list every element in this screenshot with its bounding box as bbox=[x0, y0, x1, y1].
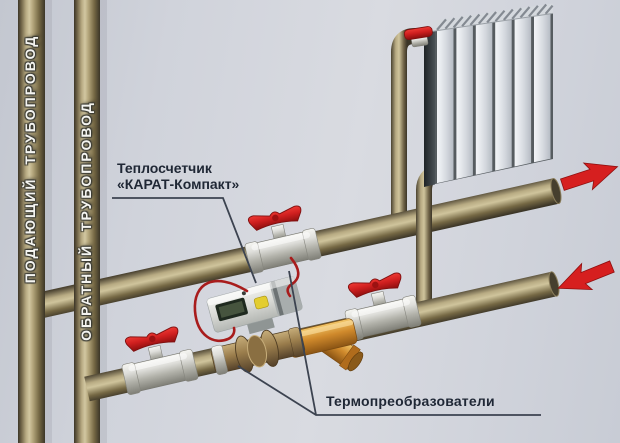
flow-in-arrow-icon bbox=[557, 260, 615, 291]
supply-riser-label: ПОДАЮЩИЙ ТРУБОПРОВОД bbox=[22, 34, 38, 284]
callout-temp-sensors bbox=[237, 270, 541, 416]
heat-meter-label-line2: «КАРАТ-Компакт» bbox=[117, 176, 240, 192]
sensor-wire-meter bbox=[193, 279, 249, 342]
radiator-left-side bbox=[424, 31, 435, 187]
return-riser-label: ОБРАТНЫЙ ТРУБОПРОВОД bbox=[78, 101, 94, 341]
radiator-return-pipe bbox=[416, 163, 442, 316]
supply-ball-valve bbox=[238, 202, 323, 275]
radiator bbox=[424, 3, 554, 187]
radiator-section bbox=[456, 25, 473, 179]
meter-button bbox=[253, 295, 269, 310]
temp-sensors-label: Термопреобразователи bbox=[326, 393, 495, 409]
radiator-section bbox=[534, 13, 551, 163]
radiator-section bbox=[514, 16, 532, 167]
callout-heat-meter bbox=[112, 197, 257, 284]
return-riser-pipe bbox=[74, 0, 100, 443]
radiator-section bbox=[437, 28, 454, 184]
supply-pipe-end-cap bbox=[550, 177, 562, 205]
supply-riser-pipe bbox=[18, 0, 45, 443]
radiator-section bbox=[495, 19, 512, 171]
radiator-fin-lines bbox=[436, 3, 554, 31]
meter-ir-port bbox=[241, 291, 246, 296]
radiator-top-edge bbox=[432, 12, 554, 32]
riser-shadow bbox=[45, 0, 52, 443]
heat-meter-flow-sensor bbox=[210, 327, 306, 375]
radiator-section bbox=[475, 22, 493, 175]
heat-meter-label-line1: Теплосчетчик bbox=[117, 160, 212, 176]
lcd-screen bbox=[218, 301, 245, 318]
heat-meter-display-unit bbox=[206, 276, 303, 335]
return-pipe-end-cap bbox=[548, 271, 560, 297]
flow-out-arrow-icon bbox=[560, 162, 619, 191]
radiator-inlet-valve bbox=[403, 26, 433, 48]
riser-shadow bbox=[100, 0, 107, 443]
heat-meter-label: Теплосчетчик «КАРАТ-Компакт» bbox=[117, 160, 239, 192]
return-ball-valve-left bbox=[115, 323, 200, 396]
